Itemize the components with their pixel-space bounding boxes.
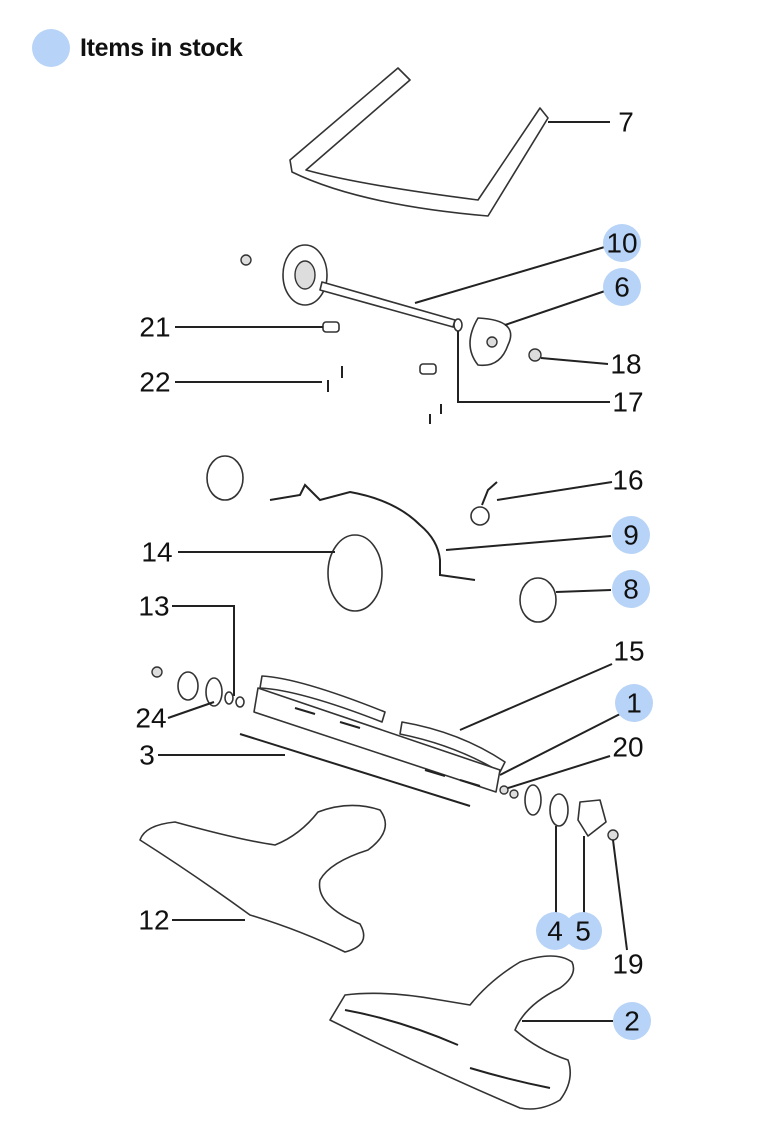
leader-15 [459, 663, 613, 731]
part-3-strip [239, 733, 471, 807]
part-nut-left [151, 666, 163, 678]
highlight-2 [613, 1002, 651, 1040]
stock-legend: Items in stock [32, 29, 243, 67]
part-14-ring [327, 534, 383, 612]
part-wheel-mid-left [206, 455, 244, 501]
part-12-plate [139, 804, 387, 953]
leader-1 [499, 713, 621, 776]
leader-19 [612, 839, 628, 951]
part-7-handle [289, 67, 549, 217]
part-16-knob [470, 506, 490, 526]
part-20-washer [499, 785, 509, 795]
part-16-knob-stem [481, 481, 498, 506]
part-end-cap [177, 671, 199, 701]
part-21-clip [322, 321, 340, 333]
label-18: 18 [610, 348, 641, 379]
label-20: 20 [612, 731, 643, 762]
label-24: 24 [135, 702, 166, 733]
label-2: 2 [624, 1005, 640, 1036]
legend-label: Items in stock [80, 33, 243, 62]
leader-20 [507, 755, 611, 789]
label-22: 22 [139, 366, 170, 397]
part-17-washer [453, 318, 463, 332]
label-1: 1 [626, 687, 642, 718]
highlight-9 [612, 516, 650, 554]
label-13: 13 [138, 590, 169, 621]
part-2-nozzle [329, 955, 575, 1110]
part-labels: 7 10 6 21 18 22 17 16 9 14 8 13 15 1 24 … [135, 106, 644, 1036]
part-nut-top [240, 254, 252, 266]
stock-highlights [536, 224, 653, 1040]
in-stock-marker-icon [32, 29, 70, 67]
label-5: 5 [575, 915, 591, 946]
label-9: 9 [623, 519, 639, 550]
label-3: 3 [139, 739, 155, 770]
highlight-10 [603, 224, 641, 262]
part-15-brush-left [259, 675, 386, 723]
label-7: 7 [618, 106, 634, 137]
part-8-wheel [519, 577, 557, 623]
leader-13 [172, 605, 235, 696]
part-bearing-left [235, 696, 245, 708]
highlight-5 [564, 912, 602, 950]
part-4-gear [549, 793, 569, 827]
part-22-screws [327, 366, 442, 424]
part-gear-right [524, 784, 542, 816]
label-10: 10 [606, 227, 637, 258]
leader-8 [555, 589, 612, 593]
leader-17 [457, 331, 610, 403]
part-clip-right [419, 363, 437, 375]
leader-9 [445, 535, 612, 551]
part-18-nut [528, 348, 542, 362]
parts-drawing [139, 67, 619, 1110]
highlight-8 [612, 570, 650, 608]
highlight-6 [603, 268, 641, 306]
label-8: 8 [623, 573, 639, 604]
part-1-roller [253, 687, 501, 793]
leader-10 [414, 245, 609, 304]
label-17: 17 [612, 386, 643, 417]
label-12: 12 [138, 904, 169, 935]
label-4: 4 [547, 915, 563, 946]
leader-18 [540, 357, 609, 365]
part-19-nut [607, 829, 619, 841]
label-14: 14 [141, 536, 172, 567]
highlight-1 [615, 684, 653, 722]
part-13-bearing [224, 691, 234, 705]
label-16: 16 [612, 464, 643, 495]
label-19: 19 [612, 948, 643, 979]
leader-16 [496, 481, 613, 501]
leader-lines [158, 121, 628, 1022]
part-9-wire [269, 483, 476, 581]
part-10-axle [319, 281, 456, 328]
part-24-gear [205, 677, 223, 707]
label-15: 15 [613, 635, 644, 666]
leader-6 [504, 289, 609, 326]
highlight-4 [536, 912, 574, 950]
label-6: 6 [614, 271, 630, 302]
leader-24 [167, 701, 215, 719]
part-5-bracket [577, 799, 607, 837]
label-21: 21 [139, 311, 170, 342]
